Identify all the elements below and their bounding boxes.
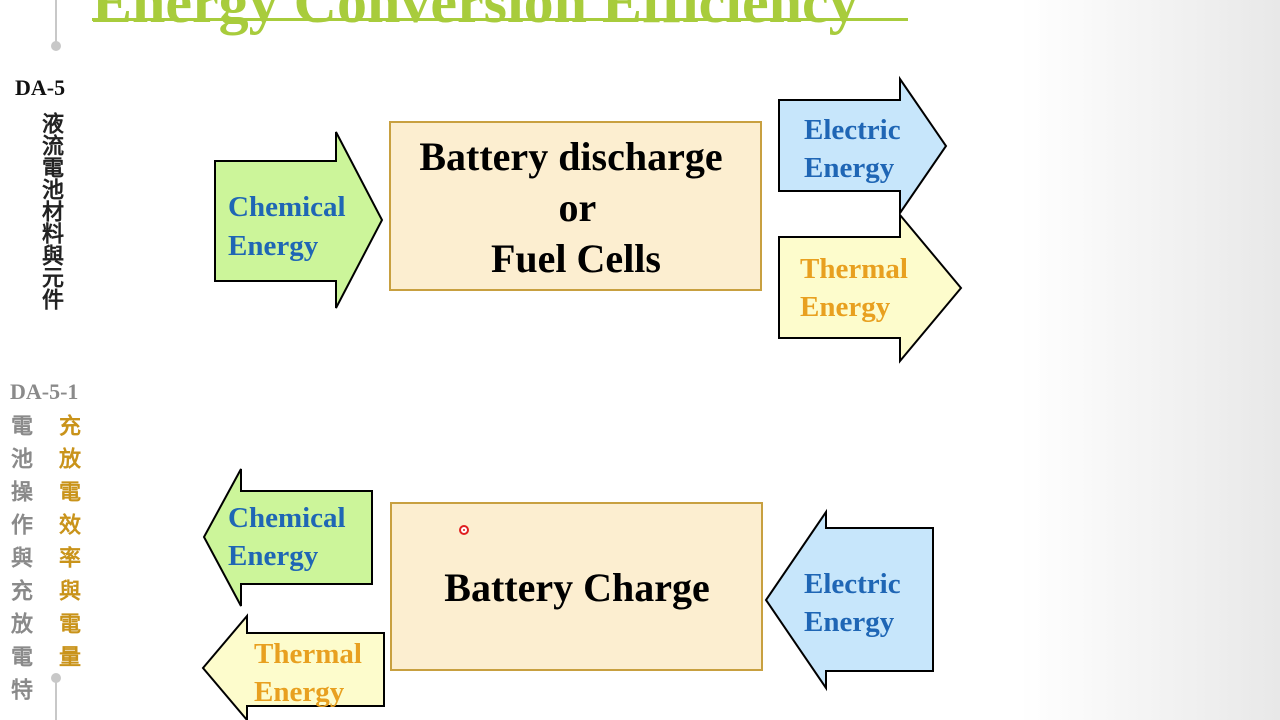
top-electric-line1: Electric [804, 114, 901, 146]
top-thermal-arrow [778, 212, 963, 364]
bottom-process-box [390, 502, 763, 671]
top-chemical-arrow [214, 131, 384, 309]
unit-code: DA-5-1 [10, 379, 79, 404]
course-code: DA-5 [15, 75, 66, 100]
bottom-electric-line2: Energy [804, 606, 895, 638]
bottom-electric-label: Electric Energy [804, 568, 908, 638]
bottom-electric-line1: Electric [804, 568, 901, 600]
course-title: 液流電池材料與元件 [38, 112, 64, 310]
title-underline [92, 18, 908, 21]
top-electric-arrow [778, 75, 948, 217]
slide-title: Energy Conversion Efficiency [92, 0, 859, 35]
bottom-electric-arrow [764, 508, 934, 692]
top-process-label: Battery discharge or Fuel Cells [419, 134, 732, 281]
top-process-line2: or [558, 185, 595, 230]
bottom-chemical-line1: Chemical [228, 502, 346, 534]
unit-title-right: 充放電效率與電量 [55, 414, 81, 678]
timeline-dot [51, 41, 61, 51]
bottom-chemical-label: Chemical Energy [228, 502, 353, 572]
laser-pointer-icon [459, 525, 469, 535]
top-thermal-label: Thermal Energy [800, 253, 915, 323]
top-electric-line2: Energy [804, 152, 895, 184]
top-thermal-line2: Energy [800, 291, 891, 323]
top-chemical-line1: Chemical [228, 191, 346, 223]
top-chemical-line2: Energy [228, 230, 319, 262]
top-process-line3: Fuel Cells [491, 236, 661, 281]
unit-title-left: 電池操作與充放電特 [7, 414, 33, 711]
bottom-thermal-line2: Energy [254, 676, 345, 708]
top-electric-label: Electric Energy [804, 114, 908, 184]
top-process-line1: Battery discharge [419, 134, 722, 179]
timeline-line [55, 0, 57, 46]
top-chemical-label: Chemical Energy [228, 191, 353, 262]
timeline-dot-bottom [51, 673, 61, 683]
bottom-chemical-arrow [202, 468, 373, 607]
timeline-line-bottom [55, 680, 57, 720]
top-thermal-line1: Thermal [800, 253, 908, 285]
background-shade [1020, 0, 1280, 720]
bottom-process-label: Battery Charge [444, 565, 709, 610]
bottom-chemical-line2: Energy [228, 540, 319, 572]
bottom-thermal-line1: Thermal [254, 638, 362, 670]
bottom-thermal-arrow [201, 613, 385, 720]
bottom-thermal-label: Thermal Energy [254, 638, 369, 708]
top-process-box [389, 121, 762, 291]
